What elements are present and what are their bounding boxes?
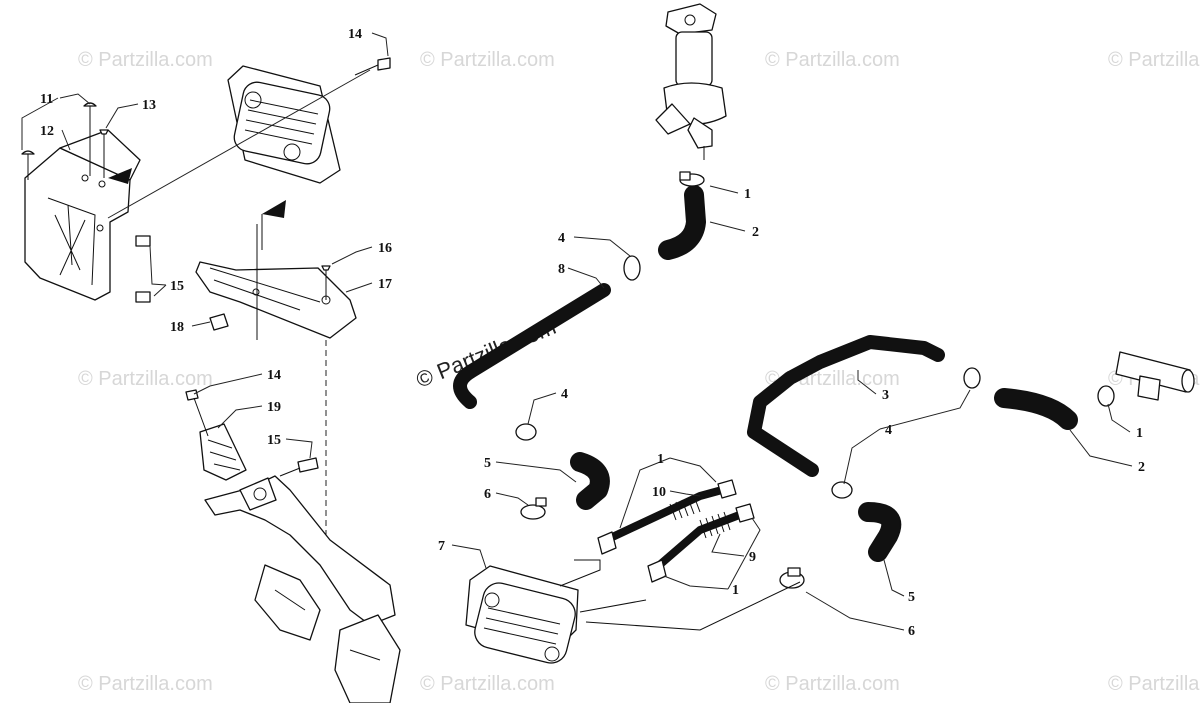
hose-5-left [570,452,610,510]
screw-13 [99,129,109,178]
bolt-14-top [354,57,391,76]
watermark: © Partzilla.com [420,49,555,71]
callout-label: 8 [558,262,565,277]
callout-label: 6 [908,624,915,639]
watermark: © Partzilla.com [765,673,900,695]
callout-label: 15 [170,279,184,294]
callout-label: 3 [882,388,889,403]
screw-16 [321,265,331,300]
watermark: © Partzilla.com [78,673,213,695]
watermark: © Partzilla.com [765,49,900,71]
hose-9 [652,510,746,572]
callout-label: 17 [378,277,392,292]
callout-label: 1 [744,187,751,202]
arrow-marker-icon [262,200,286,218]
oil-cooler-top [227,65,341,184]
callout-label: 9 [749,550,756,565]
callout-labels: 14 11 13 12 16 17 15 18 14 19 15 1 2 4 8… [40,27,1145,639]
callout-label: 2 [752,225,759,240]
callout-label: 10 [652,485,666,500]
callout-label: 1 [732,583,739,598]
watermark: © Partzilla.com [1108,673,1200,695]
heat-shield-plate [195,261,357,339]
callout-label: 6 [484,487,491,502]
callout-label: 13 [142,98,156,113]
callout-label: 15 [267,433,281,448]
clip-15-lower [279,457,319,477]
callout-leaders [21,32,1133,631]
clip-nut-15 [135,235,151,303]
mounting-bracket [24,129,141,301]
callout-label: 2 [1138,460,1145,475]
frame-member [204,475,401,703]
hose-8 [453,283,611,409]
watermark: © Partzilla.com [78,368,213,390]
callout-label: 16 [378,241,392,256]
watermark: © Partzilla.com [1108,49,1200,71]
callout-label: 1 [1136,426,1143,441]
callout-label: 4 [558,231,565,246]
callout-label: 1 [657,452,664,467]
callout-label: 19 [267,400,281,415]
hose-2-right [994,388,1078,430]
callout-label: 4 [885,423,892,438]
callout-label: 11 [40,92,53,107]
watermark: © Partzilla.com [420,673,555,695]
callout-label: 18 [170,320,184,335]
hose-clamp [515,171,1115,589]
hose-3 [747,335,945,477]
callout-label: 5 [484,456,491,471]
callout-label: 12 [40,124,54,139]
thermostat-housing [655,3,727,160]
rivet-11 [21,102,97,180]
hose-fitting [597,479,755,583]
hose-5-right [858,502,902,562]
callout-label: 4 [561,387,568,402]
oil-cooler-bottom [465,565,579,664]
callout-label: 5 [908,590,915,605]
callout-label: 14 [267,368,281,383]
bolt-14-lower [185,389,209,437]
callout-label: 14 [348,27,362,42]
callout-label: 7 [438,539,445,554]
tee-fitting [1115,351,1195,401]
arrow-marker-icon [108,168,132,184]
watermark: © Partzilla.com [78,49,213,71]
hose-2-top [658,185,706,260]
